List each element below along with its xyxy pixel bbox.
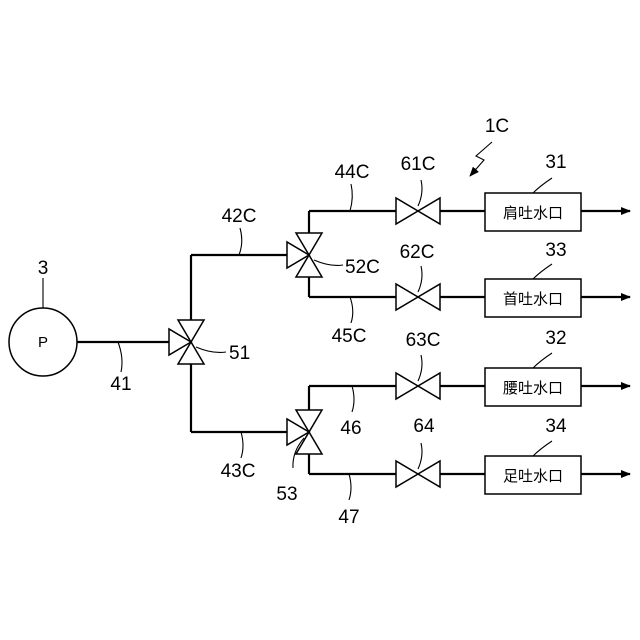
valve-63c-left-wedge: [396, 373, 418, 399]
outlet-neck-ref: 33: [545, 240, 566, 261]
three-way-valve-53: [287, 386, 322, 474]
pipe-45c-leader: [350, 297, 353, 323]
pipe-43c-leader: [241, 432, 243, 458]
valve-63c-right-wedge: [418, 373, 440, 399]
valve-52c-leader: [314, 260, 343, 265]
outlet-waist: 腰吐水口 32: [485, 328, 630, 406]
pipe-44c-label: 44C: [335, 162, 370, 183]
pipe-47-leader: [349, 474, 351, 500]
valve-64-leader: [418, 443, 422, 469]
system-label-arrow: [470, 142, 492, 176]
outlet-waist-ref: 32: [545, 328, 566, 349]
pump-symbol: P: [38, 334, 48, 351]
outlet-shoulder: 肩吐水口 31: [485, 152, 630, 231]
valve-64-label: 64: [413, 416, 435, 437]
pipe-44c-leader: [350, 184, 352, 211]
pipe-43c-label: 43C: [221, 461, 256, 482]
outlet-waist-label: 腰吐水口: [503, 379, 563, 397]
pipe-41-leader: [118, 342, 122, 372]
valve-61c-left-wedge: [396, 198, 418, 224]
valve-61c-right-wedge: [418, 198, 440, 224]
valve-61c: [396, 198, 440, 224]
valve-63c: [396, 373, 440, 399]
pump: P: [9, 308, 77, 376]
outlet-shoulder-ref: 31: [545, 152, 566, 173]
pipe-46-label: 46: [340, 418, 361, 439]
valve-63c-leader: [418, 355, 422, 381]
valve-62c: [396, 284, 440, 310]
outlet-neck: 首吐水口 33: [485, 240, 630, 317]
pipe-42c-label: 42C: [222, 206, 257, 227]
valve-62c-leader: [418, 266, 422, 292]
pipe-42c-leader: [239, 228, 242, 255]
valve-64: [396, 461, 440, 487]
pipe-41-label: 41: [110, 374, 131, 395]
valve-62c-left-wedge: [396, 284, 418, 310]
valve-64-right-wedge: [418, 461, 440, 487]
outlet-shoulder-leader: [533, 178, 552, 193]
pipe-45c-label: 45C: [332, 326, 367, 347]
valve-62c-right-wedge: [418, 284, 440, 310]
system-label: 1C: [485, 116, 509, 137]
pipe-47-label: 47: [338, 507, 359, 528]
outlet-foot-ref: 34: [545, 416, 567, 437]
outlet-foot: 足吐水口 34: [485, 416, 630, 494]
valve-51-label: 51: [229, 343, 250, 364]
valve-62c-label: 62C: [400, 242, 435, 263]
valve-61c-label: 61C: [401, 154, 436, 175]
valve-64-left-wedge: [396, 461, 418, 487]
valve-51-leader: [196, 347, 226, 352]
outlet-neck-leader: [533, 264, 552, 279]
valve-52c-label: 52C: [345, 257, 380, 278]
outlet-waist-leader: [533, 353, 552, 368]
three-way-valve-51: [169, 255, 204, 432]
valve-61c-leader: [418, 180, 422, 206]
outlet-foot-label: 足吐水口: [503, 467, 563, 485]
valve-63c-label: 63C: [406, 330, 441, 351]
three-way-valve-52c: [287, 211, 322, 297]
pump-ref: 3: [38, 258, 49, 279]
outlet-neck-label: 首吐水口: [503, 290, 563, 308]
pipe-46-leader: [352, 386, 354, 412]
outlet-foot-leader: [533, 441, 552, 456]
valve-53-label: 53: [276, 484, 297, 505]
outlet-shoulder-label: 肩吐水口: [503, 204, 563, 222]
